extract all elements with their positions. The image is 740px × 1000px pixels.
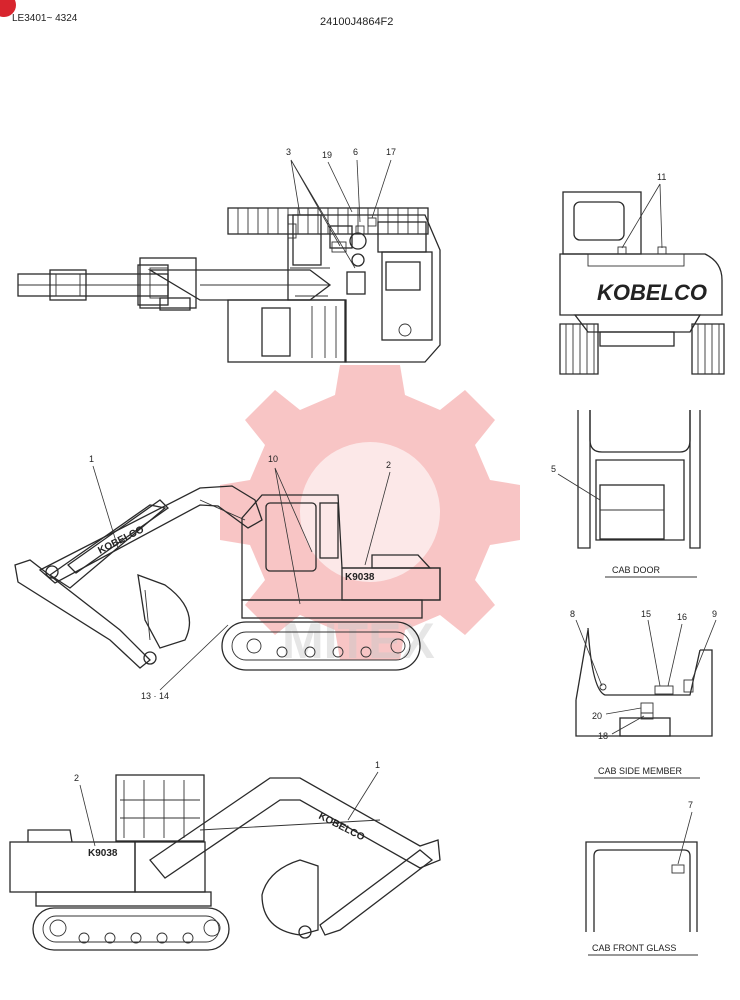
top-view-callouts: 3 19 6 17 bbox=[286, 147, 396, 269]
callout-8: 8 bbox=[570, 609, 575, 619]
rear-logo: KOBELCO bbox=[597, 280, 707, 305]
callout-10: 10 bbox=[268, 454, 278, 464]
callout-17: 17 bbox=[386, 147, 396, 157]
callout-1-right: 1 bbox=[375, 760, 380, 770]
callout-5: 5 bbox=[551, 464, 556, 474]
cab-front-glass-detail bbox=[585, 841, 698, 932]
callout-15-leader bbox=[647, 619, 661, 687]
callout-18: 18 bbox=[598, 731, 608, 741]
callout-1-left: 1 bbox=[89, 454, 94, 464]
callout-1-right-leader bbox=[347, 771, 379, 821]
callout-20-leader bbox=[605, 707, 642, 715]
callout-10-leader bbox=[274, 467, 313, 605]
drawing-number-label: 24100J4864F2 bbox=[320, 16, 393, 28]
corner-badge bbox=[0, 0, 16, 17]
right-side-view-drawing bbox=[9, 774, 441, 951]
callout-2-left: 2 bbox=[386, 460, 391, 470]
callout-9: 9 bbox=[712, 609, 717, 619]
callout-5-leader bbox=[557, 473, 601, 501]
callout-2-right-leader bbox=[79, 784, 96, 847]
callout-11-leader bbox=[621, 183, 663, 249]
boom-logo-right: KOBELCO bbox=[317, 811, 367, 844]
callout-20: 20 bbox=[592, 711, 602, 721]
callout-13-14: 13 · 14 bbox=[141, 691, 169, 701]
callout-16: 16 bbox=[677, 612, 687, 622]
cab-door-title: CAB DOOR bbox=[612, 565, 661, 575]
callout-19: 19 bbox=[322, 150, 332, 160]
model-plate-right: K9038 bbox=[88, 848, 118, 859]
callout-16-leader bbox=[667, 623, 683, 687]
cab-front-glass-title: CAB FRONT GLASS bbox=[592, 943, 676, 953]
callout-18-leader bbox=[611, 715, 645, 735]
callout-9-leader bbox=[691, 619, 717, 681]
top-view-drawing bbox=[17, 207, 441, 363]
callout-3: 3 bbox=[286, 147, 291, 157]
model-plate-left: K9038 bbox=[345, 572, 375, 583]
callout-6: 6 bbox=[353, 147, 358, 157]
serial-range-label: LE3401~ 4324 bbox=[12, 13, 78, 24]
watermark-gear-icon bbox=[220, 365, 520, 660]
cab-door-detail bbox=[577, 410, 701, 549]
rear-view-drawing bbox=[559, 191, 725, 375]
callout-7-leader bbox=[677, 811, 693, 865]
callout-2-right: 2 bbox=[74, 773, 79, 783]
cab-side-member-title: CAB SIDE MEMBER bbox=[598, 766, 683, 776]
callout-2-left-leader bbox=[364, 471, 391, 566]
callout-13-14-leader bbox=[159, 624, 229, 691]
left-side-view-drawing bbox=[14, 485, 441, 671]
callout-11: 11 bbox=[657, 172, 666, 182]
callout-15: 15 bbox=[641, 609, 651, 619]
callout-7: 7 bbox=[688, 800, 693, 810]
callout-1-left-leader bbox=[92, 465, 119, 549]
callout-8-leader bbox=[575, 619, 603, 687]
